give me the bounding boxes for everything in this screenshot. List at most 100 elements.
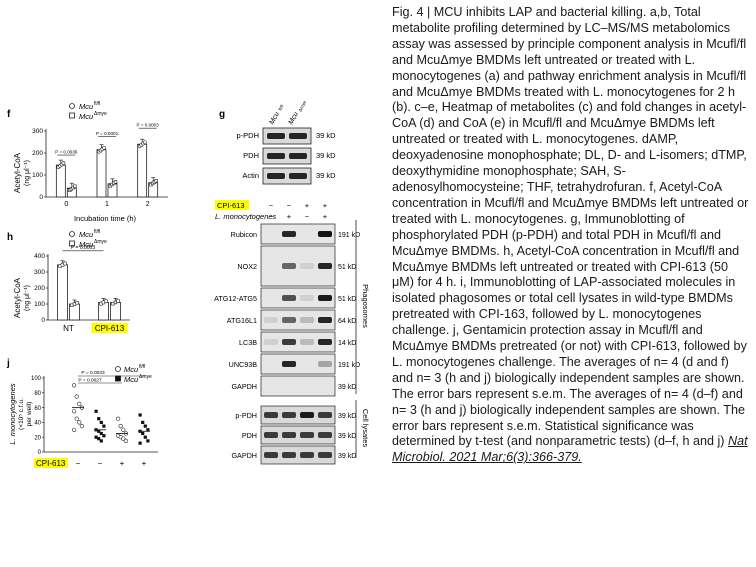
panel-i-kd: 51 kD <box>338 296 356 303</box>
panel-j-point <box>141 431 145 436</box>
panel-h-letter: h <box>7 232 13 243</box>
caption-citation: Nat Microbiol. 2021 Mar;6(3):366-379. <box>392 434 748 465</box>
panel-h-legend-1: Mcu <box>79 230 94 239</box>
panel-h-legend-2: Mcu <box>79 240 94 249</box>
panel-i-blot-frame <box>260 287 336 309</box>
panel-j-point <box>79 423 84 429</box>
panel-j-point <box>77 420 82 425</box>
panel-i-cpi-sign: − <box>287 201 292 210</box>
panel-i-lysate-band <box>264 452 278 458</box>
panel-j-legend-2: Mcu <box>124 375 139 384</box>
panel-f-pvalue: P = 0.0036 <box>55 150 78 155</box>
panel-i-band <box>318 295 332 301</box>
panel-i-lysate-kd: 39 kD <box>338 433 356 440</box>
panel-h-xtick-label: NT <box>63 324 74 333</box>
panel-i-lm-sign: + <box>287 212 292 221</box>
panel-i-band <box>282 231 296 237</box>
panel-f-xlabel: Incubation time (h) <box>74 214 137 223</box>
panel-i-lm-sign: − <box>305 212 310 221</box>
panel-i-group-phagosomes: Phagosomes <box>361 284 370 328</box>
panel-i-band <box>318 231 332 237</box>
panel-j-sign: − <box>98 459 103 468</box>
panel-j-point <box>71 409 77 414</box>
panel-j-point <box>99 431 103 436</box>
panel-i-cpi-sign: + <box>323 201 328 210</box>
panel-i-band <box>300 295 314 301</box>
panel-f-xtick-label: 2 <box>146 201 150 208</box>
panel-f-ylabel: Acetyl-CoA <box>13 152 22 193</box>
panel-j-point <box>97 429 101 433</box>
panel-i-row-label: ATG16L1 <box>227 316 257 325</box>
panel-i-row-label: Rubicon <box>231 230 257 239</box>
panel-i-band <box>300 263 314 269</box>
panel-i-band <box>318 317 332 323</box>
panel-f-legend-2-sup: Δmye <box>94 111 107 117</box>
panel-j-point <box>146 439 150 443</box>
panel-i-group-lysates: Cell lysates <box>361 409 370 448</box>
panel-j-ylabel3: per well) <box>26 402 33 427</box>
panel-j-ytick-label: 40 <box>34 421 41 427</box>
panel-g-row-label: p-PDH <box>236 131 259 140</box>
panel-i-band <box>264 339 278 345</box>
panel-i-lysate-band <box>282 452 296 458</box>
panel-j-point <box>102 424 106 428</box>
panel-h-legend-2-sup: Δmye <box>94 239 107 245</box>
panel-i-lysate-band <box>300 432 314 438</box>
panel-h-ytick-label: 0 <box>41 317 45 324</box>
panel-h-ytick-label: 200 <box>34 285 45 292</box>
panel-f-ytick-label: 100 <box>32 172 43 179</box>
panel-f-bar <box>137 143 148 198</box>
panel-i-row-label: GAPDH <box>231 382 257 391</box>
panel-i-lysate-band <box>318 412 332 418</box>
panel-j-point <box>138 413 142 417</box>
panel-i-kd: 191 kD <box>338 362 360 369</box>
panel-i-band <box>264 317 278 323</box>
panel-i-band <box>282 361 296 367</box>
panel-h-pvalue: P = 0.0003 <box>71 245 95 251</box>
panel-g-kd: 39 kD <box>316 171 336 180</box>
panel-j-point <box>74 416 79 421</box>
panel-i-kd: 14 kD <box>338 340 356 347</box>
panel-h-legend: Mcu fl/fl Mcu Δmye <box>69 229 107 249</box>
panel-g-lane-1-sup: fl/fl <box>277 104 284 111</box>
panel-h: h Mcu fl/fl Mcu Δmye Acetyl-CoA (ng μl⁻¹… <box>0 228 175 346</box>
panel-h-point <box>62 261 67 266</box>
panel-j-point <box>143 424 147 428</box>
panel-j-point <box>123 438 128 443</box>
panel-j-point <box>121 427 126 432</box>
panel-j-letter: j <box>6 358 10 369</box>
panel-f-legend: Mcu fl/fl Mcu Δmye <box>69 101 107 121</box>
panel-j-pvalue-1: P = 0.0033 <box>81 370 105 376</box>
panel-f-point <box>142 140 147 145</box>
panel-f-point <box>73 184 77 188</box>
panel-f-ytick-label: 200 <box>32 150 43 157</box>
panel-i-lysate-frame <box>260 445 336 465</box>
panel-h-point <box>116 299 120 303</box>
panel-g-band <box>289 173 307 179</box>
panel-g-row-label: PDH <box>243 151 259 160</box>
panel-g-lane-2-sup: Δmye <box>297 100 307 113</box>
panel-h-point <box>104 299 109 304</box>
panel-j-sign: + <box>120 459 125 468</box>
panel-f-chart: f Mcu fl/fl Mcu Δmye Acetyl-CoA (ng μl⁻¹… <box>7 101 168 223</box>
panel-f-ytick-label: 300 <box>32 128 43 135</box>
panel-h-ytick-label: 100 <box>34 301 45 308</box>
panel-j-legend-2-sup: Δmye <box>139 374 152 380</box>
panel-j-point <box>71 383 77 388</box>
panel-f-legend-2: Mcu <box>79 112 94 121</box>
panel-g-band <box>267 173 285 179</box>
panel-f-legend-1-sup: fl/fl <box>94 101 100 107</box>
panel-i-blot-frame <box>260 223 336 245</box>
panel-g-lane-1: Mcu <box>269 111 281 126</box>
caption-text: Fig. 4 | MCU inhibits LAP and bacterial … <box>392 5 749 449</box>
panel-i-lm-sign: − <box>269 212 274 221</box>
panel-i-cpi-sign: − <box>269 201 274 210</box>
panel-h-ytick-label: 300 <box>34 269 45 276</box>
panel-j-point <box>118 423 123 429</box>
panel-i-blot-frame <box>260 375 336 397</box>
panel-i-lysate-band <box>264 412 278 418</box>
panel-i-lysate-frame <box>260 425 336 445</box>
panel-i-band <box>300 317 314 323</box>
